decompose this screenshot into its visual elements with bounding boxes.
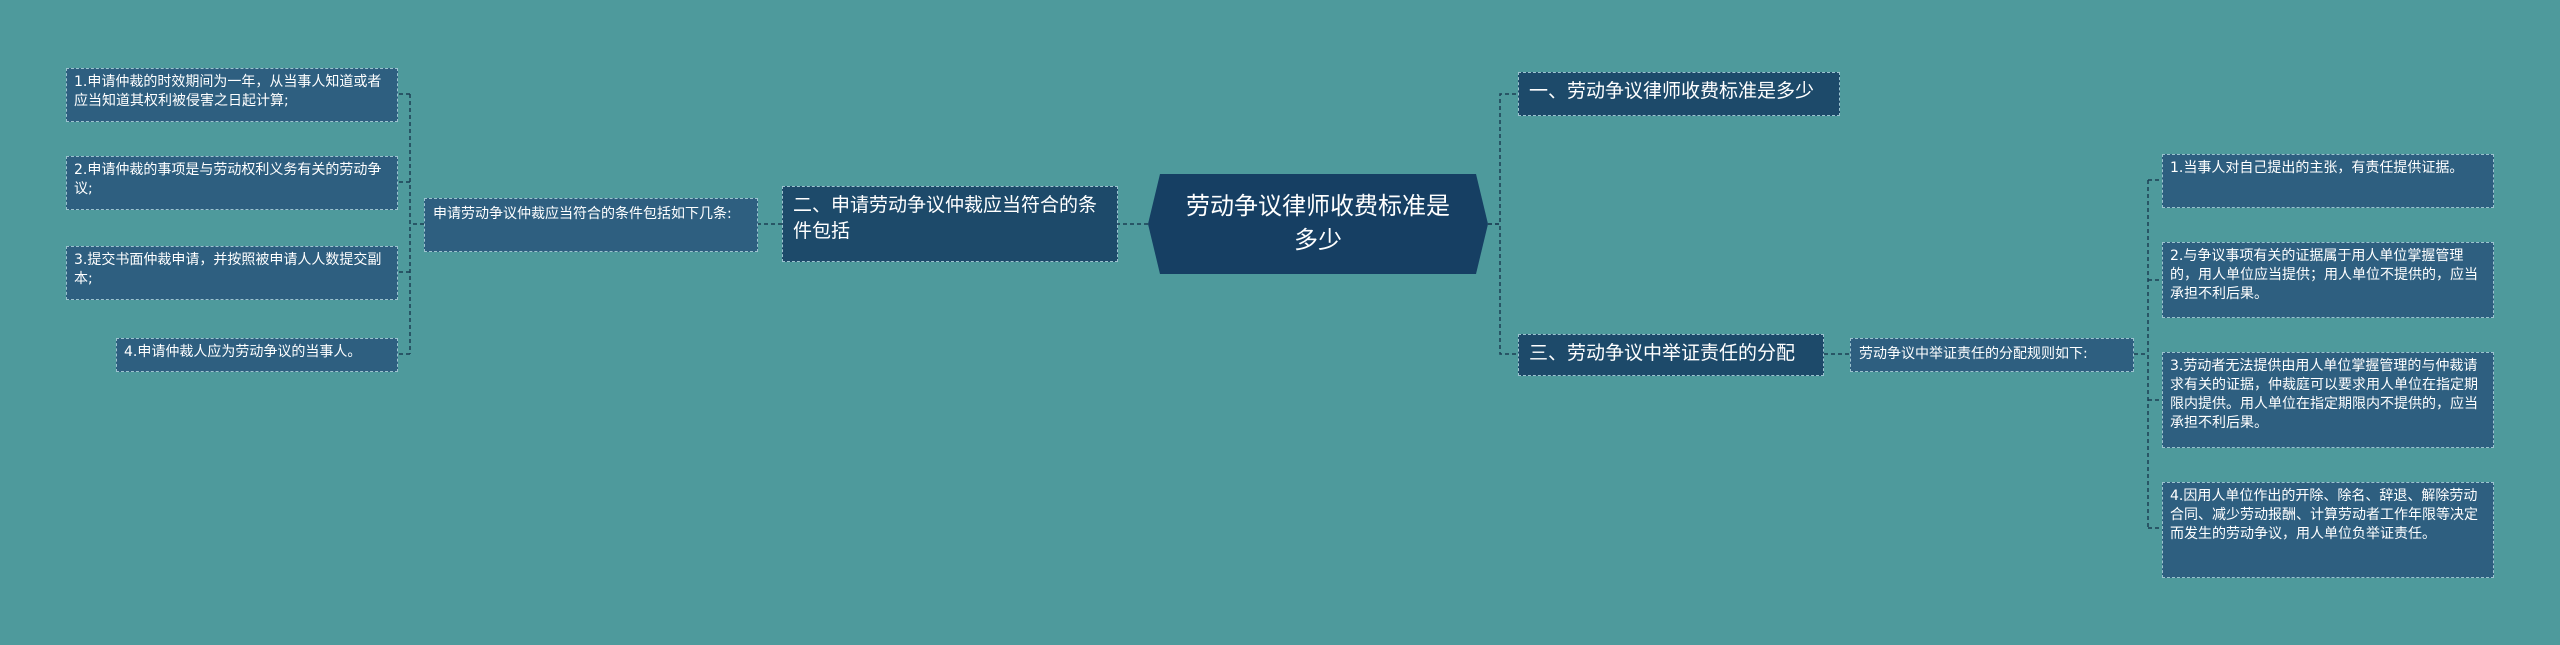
connector-root-b3 bbox=[1488, 223, 1518, 355]
branch-arbitration-conditions-label: 二、申请劳动争议仲裁应当符合的条件包括 bbox=[793, 194, 1098, 242]
left-leaf-2-label: 2.申请仲裁的事项是与劳动权利义务有关的劳动争议; bbox=[74, 162, 382, 197]
connector-m2-leaves bbox=[398, 93, 424, 355]
left-leaf-1-label: 1.申请仲裁的时效期间为一年，从当事人知道或者应当知道其权利被侵害之日起计算; bbox=[74, 74, 382, 109]
left-leaf-1[interactable]: 1.申请仲裁的时效期间为一年，从当事人知道或者应当知道其权利被侵害之日起计算; bbox=[66, 68, 398, 122]
right-leaf-3-label: 3.劳动者无法提供由用人单位掌握管理的与仲裁请求有关的证据，仲裁庭可以要求用人单… bbox=[2170, 358, 2478, 431]
connector-root-b1 bbox=[1488, 93, 1518, 225]
left-leaf-3-label: 3.提交书面仲裁申请，并按照被申请人人数提交副本; bbox=[74, 252, 382, 287]
right-leaf-2[interactable]: 2.与争议事项有关的证据属于用人单位掌握管理的，用人单位应当提供；用人单位不提供… bbox=[2162, 242, 2494, 318]
right-leaf-3[interactable]: 3.劳动者无法提供由用人单位掌握管理的与仲裁请求有关的证据，仲裁庭可以要求用人单… bbox=[2162, 352, 2494, 448]
right-leaf-1-label: 1.当事人对自己提出的主张，有责任提供证据。 bbox=[2170, 160, 2464, 176]
root-topic[interactable]: 劳动争议律师收费标准是多少 bbox=[1148, 174, 1488, 274]
branch-fee-standard[interactable]: 一、劳动争议律师收费标准是多少 bbox=[1518, 72, 1840, 116]
connector-m3-leaves bbox=[2134, 179, 2162, 529]
branch-arbitration-conditions[interactable]: 二、申请劳动争议仲裁应当符合的条件包括 bbox=[782, 186, 1118, 262]
left-leaf-3[interactable]: 3.提交书面仲裁申请，并按照被申请人人数提交副本; bbox=[66, 246, 398, 300]
branch-burden-of-proof[interactable]: 三、劳动争议中举证责任的分配 bbox=[1518, 334, 1824, 376]
branch-fee-standard-label: 一、劳动争议律师收费标准是多少 bbox=[1529, 80, 1815, 102]
mid-arbitration-conditions-label: 申请劳动争议仲裁应当符合的条件包括如下几条: bbox=[433, 206, 732, 222]
right-leaf-4[interactable]: 4.因用人单位作出的开除、除名、辞退、解除劳动合同、减少劳动报酬、计算劳动者工作… bbox=[2162, 482, 2494, 578]
mid-arbitration-conditions[interactable]: 申请劳动争议仲裁应当符合的条件包括如下几条: bbox=[424, 198, 758, 252]
mid-burden-of-proof-label: 劳动争议中举证责任的分配规则如下: bbox=[1859, 346, 2088, 362]
left-leaf-2[interactable]: 2.申请仲裁的事项是与劳动权利义务有关的劳动争议; bbox=[66, 156, 398, 210]
branch-burden-of-proof-label: 三、劳动争议中举证责任的分配 bbox=[1529, 342, 1796, 364]
mid-burden-of-proof[interactable]: 劳动争议中举证责任的分配规则如下: bbox=[1850, 338, 2134, 372]
left-leaf-4-label: 4.申请仲裁人应为劳动争议的当事人。 bbox=[124, 344, 362, 360]
right-leaf-1[interactable]: 1.当事人对自己提出的主张，有责任提供证据。 bbox=[2162, 154, 2494, 208]
root-topic-label: 劳动争议律师收费标准是多少 bbox=[1186, 192, 1450, 254]
right-leaf-4-label: 4.因用人单位作出的开除、除名、辞退、解除劳动合同、减少劳动报酬、计算劳动者工作… bbox=[2170, 488, 2478, 542]
left-leaf-4[interactable]: 4.申请仲裁人应为劳动争议的当事人。 bbox=[116, 338, 398, 372]
right-leaf-2-label: 2.与争议事项有关的证据属于用人单位掌握管理的，用人单位应当提供；用人单位不提供… bbox=[2170, 248, 2478, 302]
